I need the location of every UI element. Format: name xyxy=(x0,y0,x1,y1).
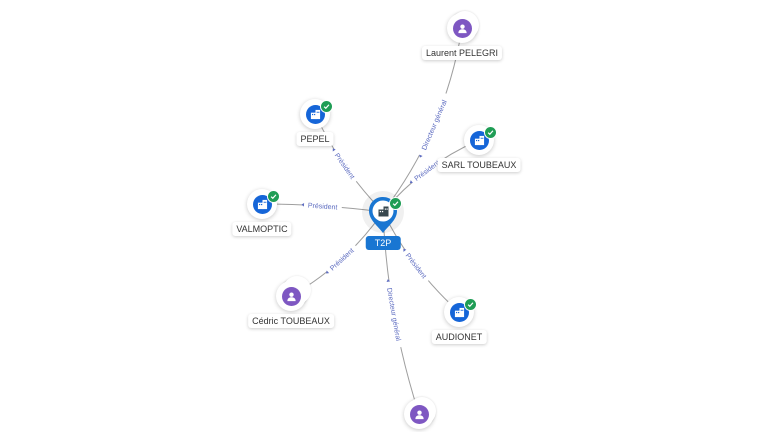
edge-label-bg xyxy=(330,147,360,184)
node-label: AUDIONET xyxy=(431,330,487,344)
user-icon xyxy=(281,286,301,306)
center-node-label: T2P xyxy=(365,236,401,250)
edge-arrow-icon xyxy=(419,154,423,158)
verified-check-icon xyxy=(484,126,497,139)
building-icon xyxy=(469,130,489,150)
edge-arrow-icon xyxy=(409,180,413,184)
node-circle[interactable] xyxy=(464,125,494,155)
building-icon xyxy=(449,302,469,322)
verified-check-icon xyxy=(267,190,280,203)
edge-label-bg xyxy=(401,247,432,284)
verified-check-icon xyxy=(389,197,402,210)
edge-label-group-audionet: Président xyxy=(401,247,432,284)
user-icon xyxy=(452,18,472,38)
edge-label-group-bottom: Directeur général xyxy=(384,279,405,349)
node-label: PEPEL xyxy=(296,132,334,146)
edge-label: Directeur général xyxy=(421,99,449,152)
edge-label-bg xyxy=(303,199,343,212)
edge-label-group-cedric: Président xyxy=(324,242,359,276)
edge-arrow-icon xyxy=(332,148,336,152)
node-circle[interactable] xyxy=(447,13,477,43)
user-icon xyxy=(409,404,429,424)
building-icon xyxy=(252,194,272,214)
edge-label-group-valmoptic: Président xyxy=(301,199,343,212)
edge-arrow-icon xyxy=(386,279,391,282)
edge-label: Président xyxy=(329,247,356,272)
verified-check-icon xyxy=(320,100,333,113)
node-label: SARL TOUBEAUX xyxy=(437,158,521,172)
edge-arrow-icon xyxy=(326,270,330,274)
edge-label-group-laurent: Directeur général xyxy=(416,92,451,158)
edge-label-bg xyxy=(416,92,451,158)
node-label: VALMOPTIC xyxy=(232,222,292,236)
verified-check-icon xyxy=(464,298,477,311)
edge-arrow-icon xyxy=(403,248,407,252)
edge-label-group-pepel: Président xyxy=(330,147,360,184)
edge-label: Président xyxy=(308,203,338,212)
edge-arrow-icon xyxy=(301,202,305,207)
node-circle[interactable] xyxy=(276,281,306,311)
edge-label-bg xyxy=(324,242,359,276)
edge-label-bg xyxy=(384,280,405,349)
building-icon xyxy=(305,104,325,124)
node-circle[interactable] xyxy=(404,399,434,429)
edge-label-bg xyxy=(408,154,445,186)
node-label: Laurent PELEGRI xyxy=(421,46,503,60)
node-circle[interactable] xyxy=(247,189,277,219)
node-label: Cédric TOUBEAUX xyxy=(248,314,334,328)
